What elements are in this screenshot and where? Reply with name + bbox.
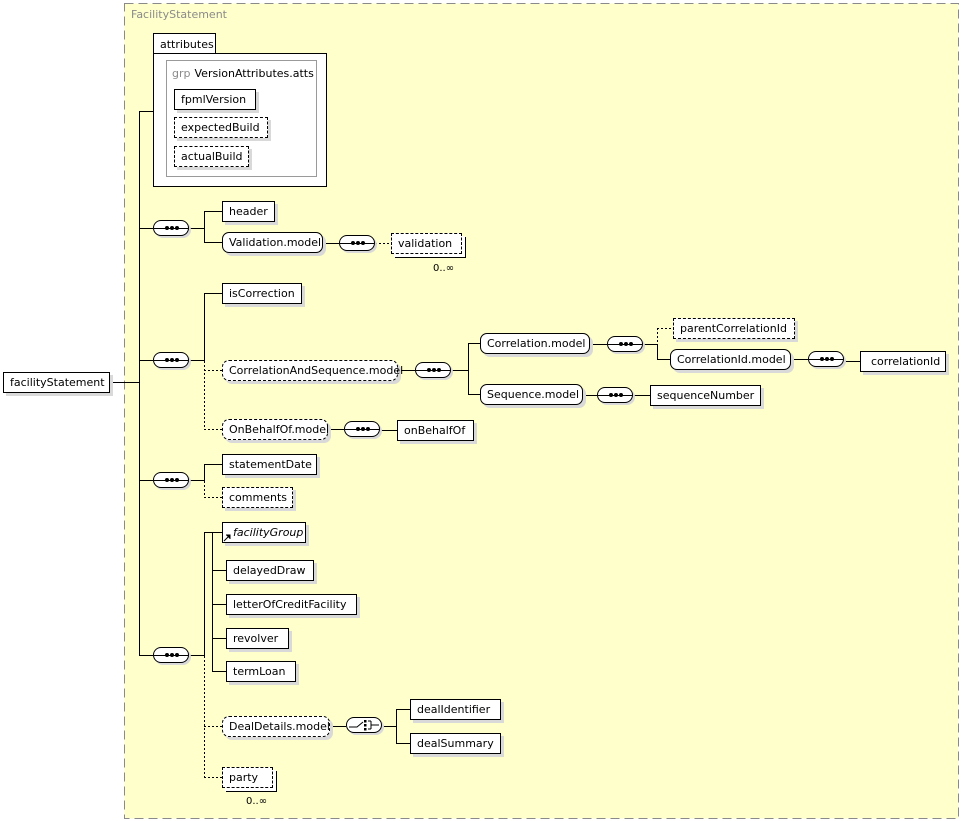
attribute-expected-build[interactable]: expectedBuild [174, 117, 268, 138]
group-correlation-model[interactable]: Correlation.model [480, 333, 590, 354]
group-sequence-model[interactable]: Sequence.model [480, 384, 583, 405]
abstract-reference-arrow-icon [223, 534, 231, 542]
attribute-group-name: VersionAttributes.atts [194, 67, 314, 80]
attribute-fpml-version[interactable]: fpmlVersion [174, 89, 256, 110]
group-validation-model[interactable]: Validation.model [222, 232, 323, 253]
element-revolver[interactable]: revolver [226, 628, 289, 649]
element-letter-of-credit-facility[interactable]: letterOfCreditFacility [226, 594, 357, 615]
sequence-compositor-4 [153, 647, 189, 663]
element-correlation-id[interactable]: correlationId [860, 351, 946, 372]
root-element-facility-statement[interactable]: facilityStatement [3, 372, 110, 393]
sequence-compositor-2 [153, 352, 189, 368]
group-correlation-id-model[interactable]: CorrelationId.model [670, 349, 791, 370]
element-statement-date[interactable]: statementDate [222, 454, 317, 475]
element-party[interactable]: party [222, 767, 273, 788]
element-on-behalf-of[interactable]: onBehalfOf [397, 420, 474, 441]
group-correlation-and-sequence-model[interactable]: CorrelationAndSequence.model [222, 360, 403, 381]
element-header[interactable]: header [222, 201, 275, 222]
group-prefix: grp [172, 67, 191, 80]
sequence-compositor-correlation [607, 336, 643, 352]
element-facility-group[interactable]: facilityGroup [222, 522, 306, 543]
sequence-compositor-on-behalf-of [344, 421, 380, 437]
group-on-behalf-of-model[interactable]: OnBehalfOf.model [222, 419, 329, 440]
sequence-compositor-sequence [597, 387, 633, 403]
element-validation[interactable]: validation [391, 233, 462, 254]
sequence-compositor-1 [153, 220, 189, 236]
choice-icon [349, 720, 379, 731]
element-deal-summary[interactable]: dealSummary [410, 733, 501, 754]
element-delayed-draw[interactable]: delayedDraw [226, 560, 314, 581]
sequence-compositor-correlation-id [808, 351, 844, 367]
frame-title: FacilityStatement [131, 8, 227, 21]
choice-compositor-deal-details [346, 717, 382, 733]
element-is-correction[interactable]: isCorrection [222, 283, 302, 304]
group-deal-details-model[interactable]: DealDetails.model [222, 716, 330, 737]
sequence-compositor-3 [153, 472, 189, 488]
sequence-compositor-validation [339, 235, 375, 251]
validation-occurrence: 0..∞ [433, 263, 455, 274]
element-comments[interactable]: comments [222, 487, 293, 508]
sequence-compositor-correlation-and-sequence [415, 362, 451, 378]
element-term-loan[interactable]: termLoan [226, 661, 296, 682]
attributes-tab: attributes [153, 33, 216, 54]
element-parent-correlation-id[interactable]: parentCorrelationId [673, 318, 795, 339]
party-occurrence: 0..∞ [246, 796, 268, 807]
element-deal-identifier[interactable]: dealIdentifier [410, 699, 501, 720]
element-sequence-number[interactable]: sequenceNumber [650, 385, 761, 406]
attribute-actual-build[interactable]: actualBuild [174, 146, 249, 167]
